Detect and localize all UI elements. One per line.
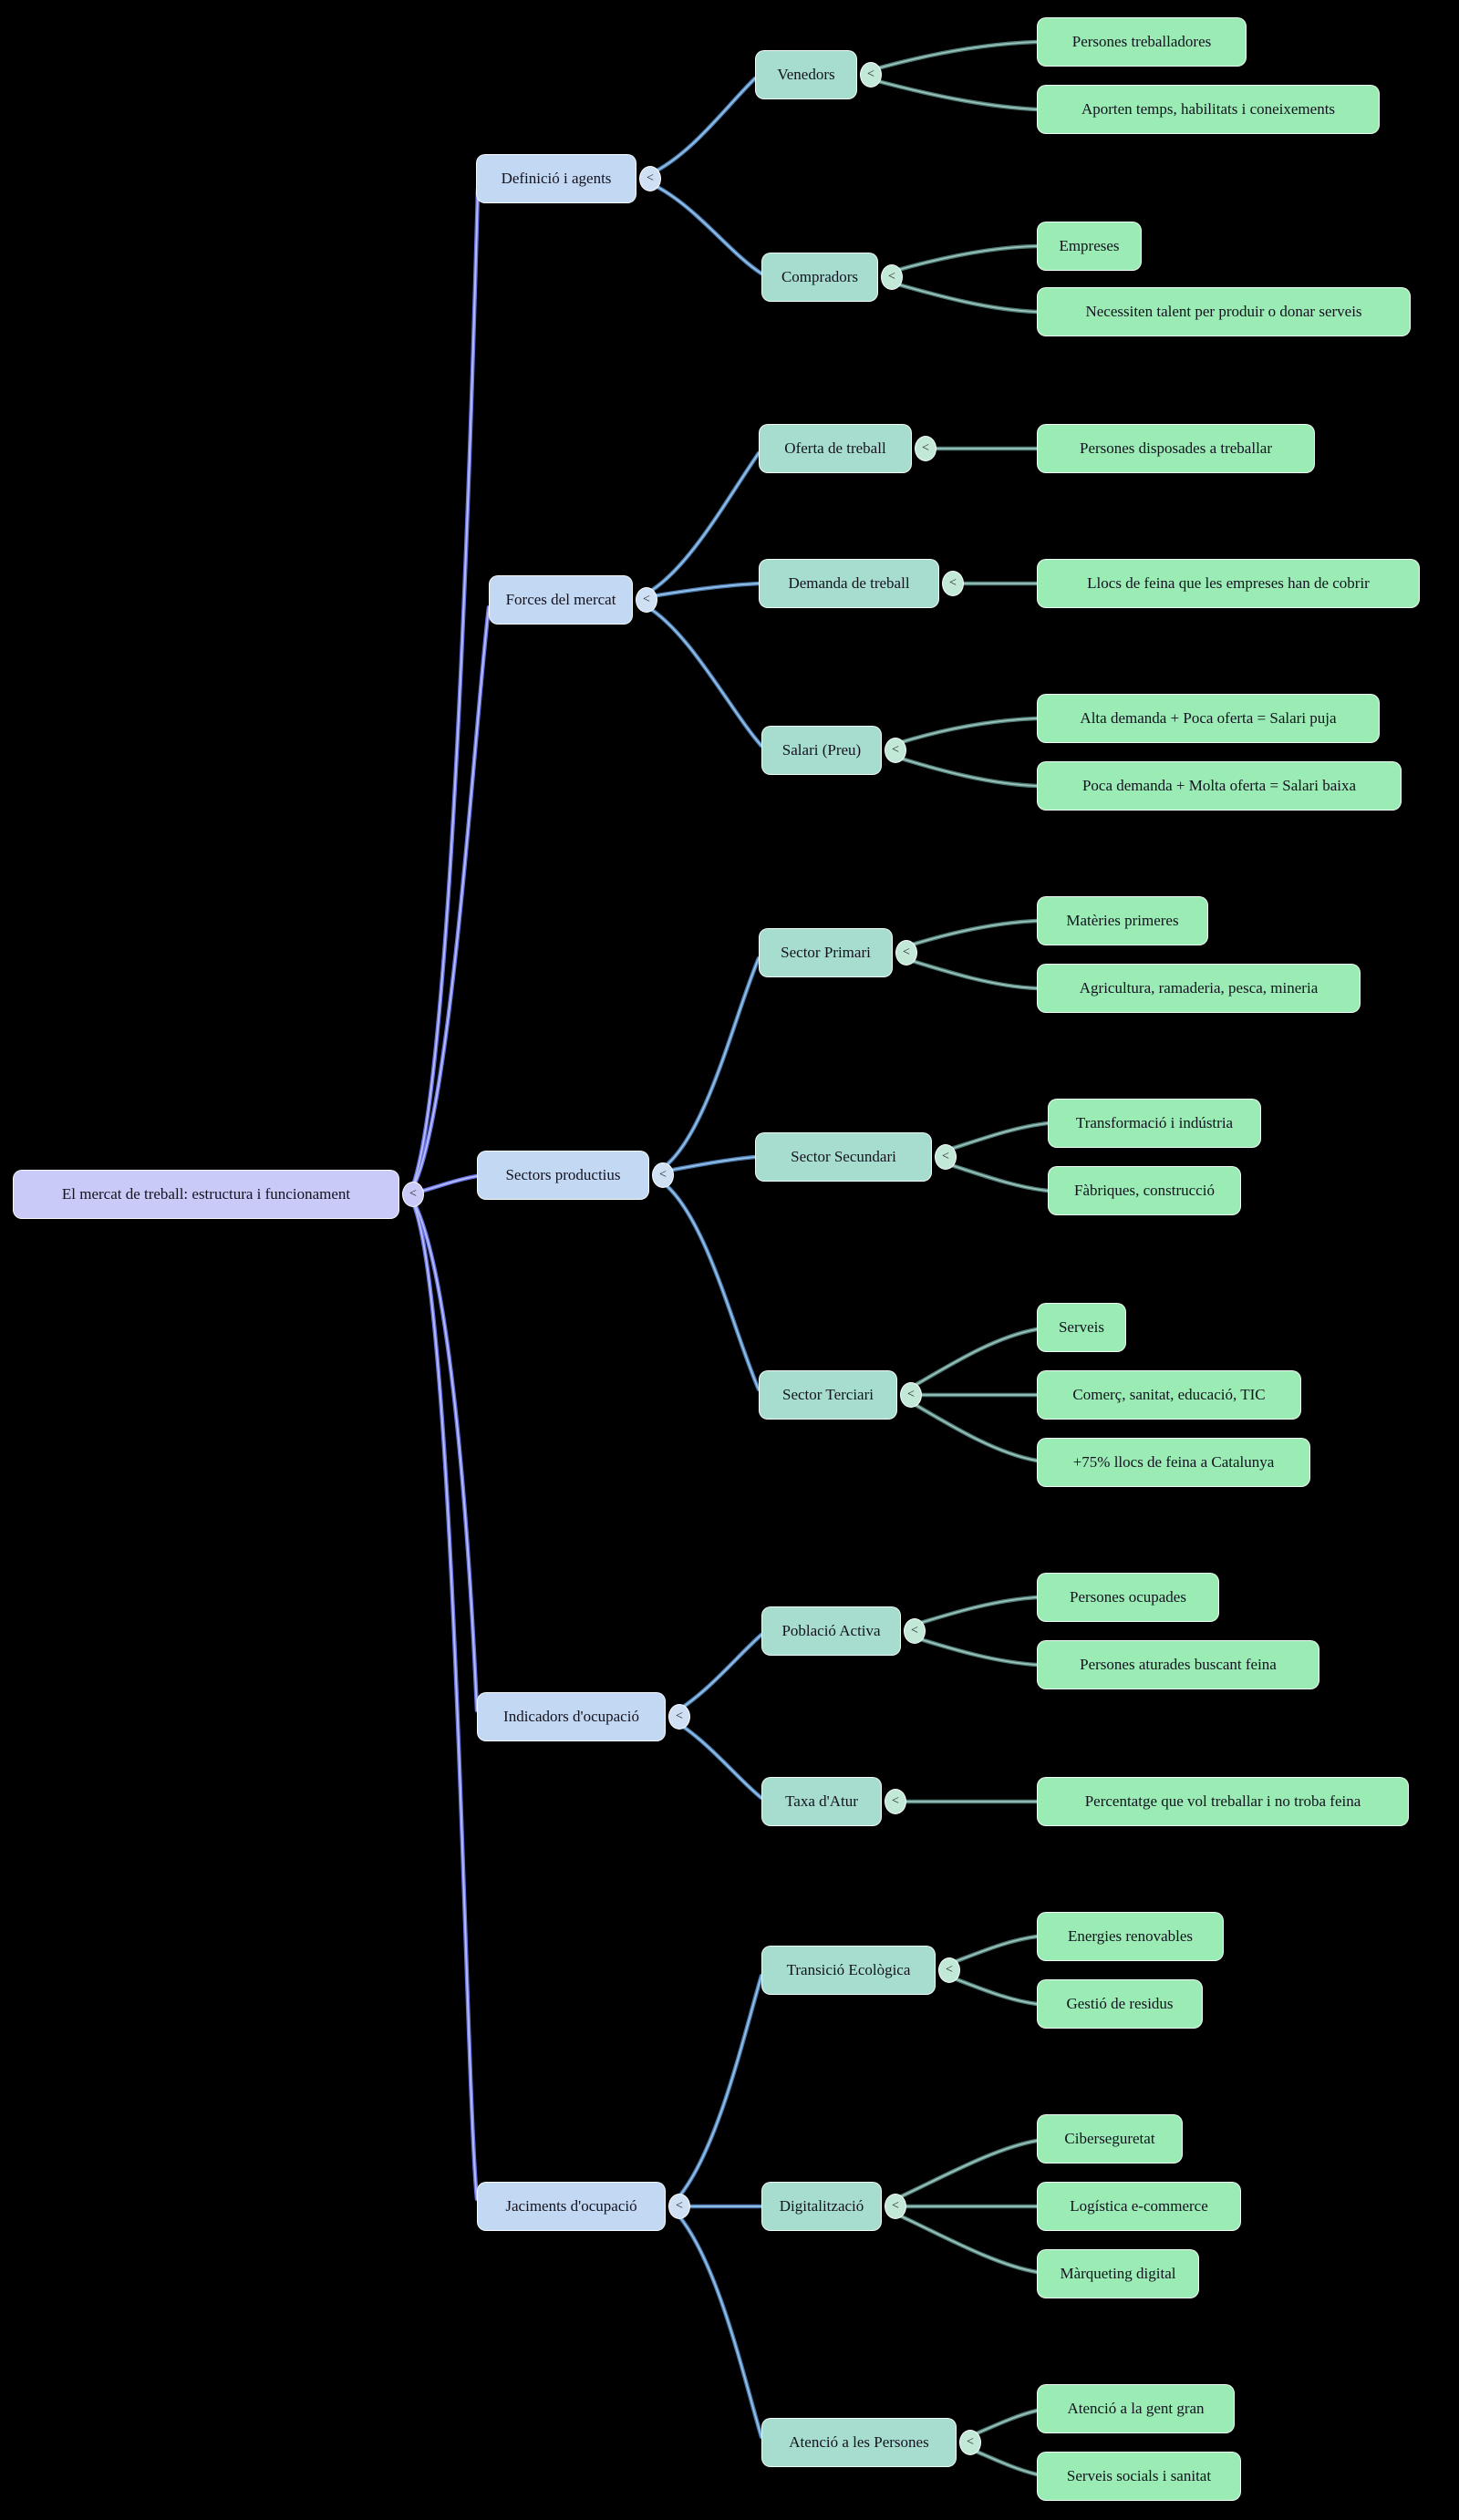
collapse-icon[interactable]: < [938, 1957, 960, 1983]
leaf-ciberseguretat[interactable]: Ciberseguretat [1037, 2114, 1183, 2164]
root-edges [410, 186, 492, 2202]
collapse-icon[interactable]: < [636, 587, 657, 613]
branch-definicio-i-agents[interactable]: Definició i agents [476, 154, 636, 203]
subtopic-sector-secundari[interactable]: Sector Secundari [755, 1132, 932, 1182]
leaf-aporten-temps[interactable]: Aporten temps, habilitats i coneixements [1037, 85, 1380, 134]
leaf-logistica-ecommerce[interactable]: Logística e-commerce [1037, 2182, 1241, 2231]
branch-forces-del-mercat[interactable]: Forces del mercat [489, 575, 633, 625]
leaf-agricultura[interactable]: Agricultura, ramaderia, pesca, mineria [1037, 964, 1361, 1013]
leaf-gestio-residus[interactable]: Gestió de residus [1037, 1979, 1203, 2029]
branch-jaciments-ocupacio[interactable]: Jaciments d'ocupació [477, 2182, 666, 2231]
collapse-icon[interactable]: < [885, 738, 906, 763]
subtopic-taxa-atur[interactable]: Taxa d'Atur [761, 1777, 882, 1826]
leaf-empreses[interactable]: Empreses [1037, 222, 1142, 271]
leaf-materies-primeres[interactable]: Matèries primeres [1037, 896, 1208, 945]
subtopic-transicio-ecologica[interactable]: Transició Ecològica [761, 1946, 936, 1995]
collapse-icon[interactable]: < [885, 2194, 906, 2219]
subtopic-demanda-de-treball[interactable]: Demanda de treball [759, 559, 939, 608]
leaf-persones-ocupades[interactable]: Persones ocupades [1037, 1573, 1219, 1622]
subtopic-digitalitzacio[interactable]: Digitalització [761, 2182, 882, 2231]
subtopic-atencio-persones[interactable]: Atenció a les Persones [761, 2418, 957, 2467]
collapse-icon[interactable]: < [639, 166, 661, 191]
leaf-persones-aturades[interactable]: Persones aturades buscant feina [1037, 1640, 1319, 1689]
collapse-icon[interactable]: < [652, 1162, 674, 1188]
subtopic-venedors[interactable]: Venedors [755, 50, 857, 99]
leaf-edges [868, 39, 1050, 2477]
leaf-salari-puja[interactable]: Alta demanda + Poca oferta = Salari puja [1037, 694, 1380, 743]
leaf-salari-baixa[interactable]: Poca demanda + Molta oferta = Salari bai… [1037, 761, 1402, 811]
collapse-icon[interactable]: < [915, 436, 936, 461]
leaf-energies-renovables[interactable]: Energies renovables [1037, 1912, 1224, 1961]
collapse-icon[interactable]: < [942, 571, 964, 596]
collapse-icon[interactable]: < [885, 1789, 906, 1814]
collapse-icon[interactable]: < [935, 1144, 957, 1170]
subtopic-salari-preu[interactable]: Salari (Preu) [761, 726, 882, 775]
collapse-icon[interactable]: < [860, 62, 882, 88]
leaf-serveis-socials-sanitat[interactable]: Serveis socials i sanitat [1037, 2452, 1241, 2501]
collapse-icon[interactable]: < [959, 2430, 981, 2455]
subtopic-sector-primari[interactable]: Sector Primari [759, 928, 893, 977]
subtopic-poblacio-activa[interactable]: Població Activa [761, 1606, 901, 1656]
leaf-persones-treballadores[interactable]: Persones treballadores [1037, 17, 1247, 67]
branch-indicadors-ocupacio[interactable]: Indicadors d'ocupació [477, 1692, 666, 1741]
leaf-75-llocs-catalunya[interactable]: +75% llocs de feina a Catalunya [1037, 1438, 1310, 1487]
leaf-persones-disposades[interactable]: Persones disposades a treballar [1037, 424, 1315, 473]
leaf-percentatge-atur[interactable]: Percentatge que vol treballar i no troba… [1037, 1777, 1409, 1826]
branch-sectors-productius[interactable]: Sectors productius [477, 1151, 649, 1200]
collapse-icon[interactable]: < [668, 2194, 690, 2219]
collapse-icon[interactable]: < [668, 1704, 690, 1730]
leaf-fabriques-construccio[interactable]: Fàbriques, construcció [1048, 1166, 1241, 1215]
leaf-transformacio-industria[interactable]: Transformació i indústria [1048, 1099, 1261, 1148]
subtopic-oferta-de-treball[interactable]: Oferta de treball [759, 424, 912, 473]
subtopic-compradors[interactable]: Compradors [761, 253, 878, 302]
leaf-llocs-de-feina[interactable]: Llocs de feina que les empreses han de c… [1037, 559, 1420, 608]
leaf-marqueting-digital[interactable]: Màrqueting digital [1037, 2249, 1199, 2298]
collapse-icon[interactable]: < [895, 940, 917, 966]
branch-edges [644, 76, 764, 2440]
collapse-icon[interactable]: < [881, 264, 903, 290]
collapse-icon[interactable]: < [904, 1618, 926, 1644]
collapse-icon[interactable]: < [900, 1382, 922, 1408]
subtopic-sector-terciari[interactable]: Sector Terciari [759, 1370, 897, 1420]
leaf-atencio-gent-gran[interactable]: Atenció a la gent gran [1037, 2384, 1235, 2433]
leaf-necessiten-talent[interactable]: Necessiten talent per produir o donar se… [1037, 287, 1411, 336]
leaf-comerc-sanitat[interactable]: Comerç, sanitat, educació, TIC [1037, 1370, 1301, 1420]
leaf-serveis[interactable]: Serveis [1037, 1303, 1126, 1352]
node-root[interactable]: El mercat de treball: estructura i funci… [13, 1170, 399, 1219]
collapse-icon[interactable]: < [402, 1182, 424, 1207]
